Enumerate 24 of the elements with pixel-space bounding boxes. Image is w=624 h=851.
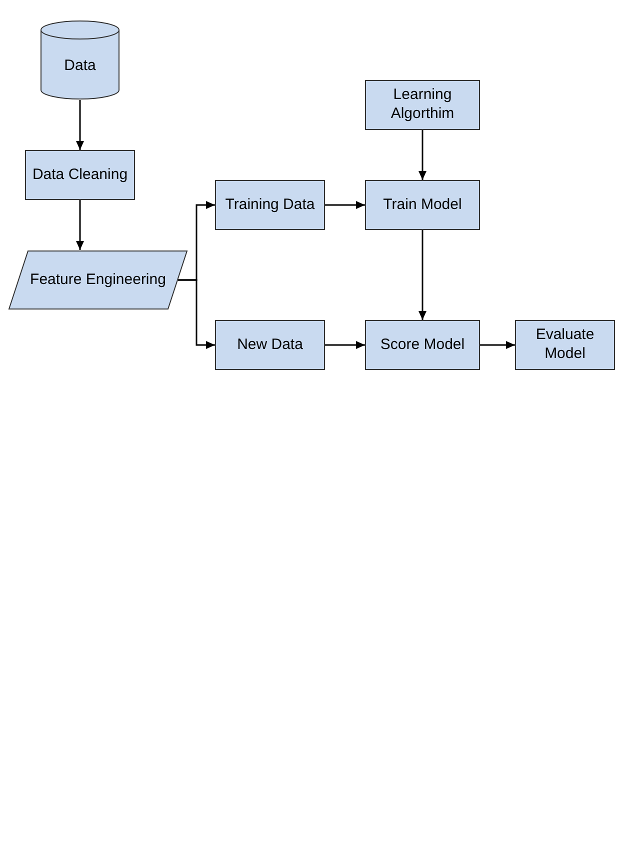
arrow xyxy=(480,341,515,349)
arrow xyxy=(325,201,365,209)
node-label: Learning Algorthim xyxy=(390,86,456,124)
arrow xyxy=(418,130,426,180)
node-label: Feature Engineering xyxy=(30,270,166,290)
process-box xyxy=(365,180,480,230)
process-box xyxy=(215,180,325,230)
arrow xyxy=(325,341,365,349)
node-label: Score Model xyxy=(380,336,465,354)
process-box xyxy=(515,320,615,370)
node-label: Data xyxy=(64,56,96,76)
arrow xyxy=(76,100,84,150)
process-box xyxy=(215,320,325,370)
node-label: Data Cleaning xyxy=(32,166,128,184)
process-box xyxy=(365,320,480,370)
arrow xyxy=(178,279,215,349)
process-box xyxy=(365,80,480,130)
arrow xyxy=(418,230,426,320)
node-label: New Data xyxy=(237,336,303,354)
process-box xyxy=(25,150,135,200)
node-label: Train Model xyxy=(383,196,462,214)
node-label: Training Data xyxy=(225,196,315,214)
node-label: Evaluate Model xyxy=(534,326,596,364)
arrow xyxy=(76,200,84,250)
